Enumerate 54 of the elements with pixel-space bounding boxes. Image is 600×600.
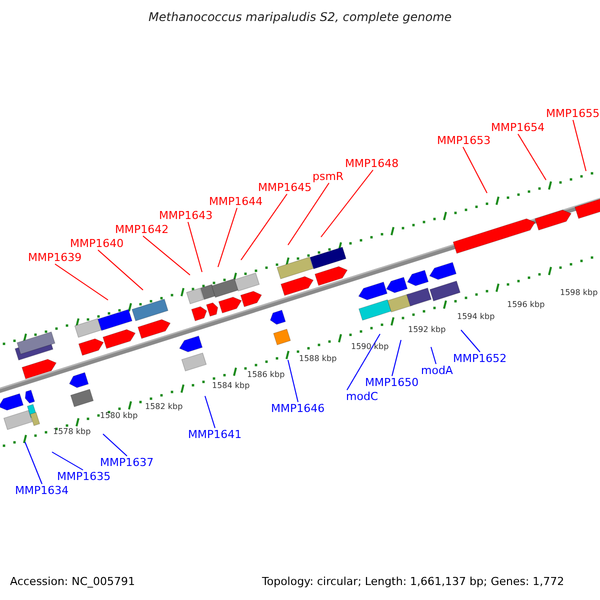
leader-line (218, 208, 238, 268)
scale-label: 1592 kbp (408, 326, 446, 334)
leader-line (204, 396, 216, 428)
leader-line (98, 250, 144, 290)
gene-label: MMP1650 (365, 377, 419, 388)
gene-label: MMP1634 (15, 485, 69, 496)
leader-line (320, 170, 374, 238)
gene-label: MMP1648 (345, 158, 399, 169)
gene-label: MMP1635 (57, 471, 111, 482)
gene-label: MMP1654 (491, 122, 545, 133)
scale-label: 1584 kbp (212, 382, 250, 390)
leader-line (288, 360, 298, 402)
gene-label: modC (346, 391, 378, 402)
leader-line (240, 194, 288, 260)
footer-text: Accession: NC_005791 (10, 576, 136, 587)
leader-line (462, 146, 488, 194)
gene-label: MMP1637 (100, 457, 154, 468)
leader-line (52, 452, 84, 470)
gene-label: MMP1640 (70, 238, 124, 249)
gene-label: MMP1641 (188, 429, 242, 440)
leader-line (518, 134, 546, 180)
scale-label: 1590 kbp (351, 343, 389, 351)
scale-label: 1582 kbp (145, 403, 183, 411)
gene-label: MMP1643 (159, 210, 213, 221)
footer-text: Topology: circular; Length: 1,661,137 bp; Genes: 1,772 (262, 576, 564, 587)
scale-label: 1598 kbp (560, 289, 598, 297)
leader-line (392, 340, 402, 376)
leader-line (142, 236, 190, 276)
leader-line (102, 434, 128, 456)
leader-line (188, 222, 202, 272)
leader-line (430, 346, 436, 364)
gene-label: MMP1653 (437, 135, 491, 146)
gene-label: MMP1652 (453, 353, 507, 364)
leader-line (460, 330, 480, 352)
scale-label: 1580 kbp (100, 412, 138, 420)
gene-label: MMP1639 (28, 252, 82, 263)
gene-label: psmR (312, 171, 344, 182)
title: Methanococcus maripaludis S2, complete genome (148, 11, 452, 23)
scale-label: 1578 kbp (53, 428, 91, 436)
gene-label: modA (421, 365, 453, 376)
scale-label: 1586 kbp (247, 371, 285, 379)
leader-line (572, 120, 586, 172)
scale-label: 1594 kbp (457, 313, 495, 321)
gene-label: MMP1644 (209, 196, 263, 207)
gene-label: MMP1646 (271, 403, 325, 414)
leader-line (288, 182, 330, 246)
leader-line (54, 264, 108, 300)
scale-label: 1588 kbp (299, 355, 337, 363)
gene-label: MMP1645 (258, 182, 312, 193)
leader-line (24, 442, 42, 484)
leader-line (346, 334, 380, 390)
gene-label: MMP1655 (546, 108, 600, 119)
scale-label: 1596 kbp (507, 301, 545, 309)
gene-label: MMP1642 (115, 224, 169, 235)
